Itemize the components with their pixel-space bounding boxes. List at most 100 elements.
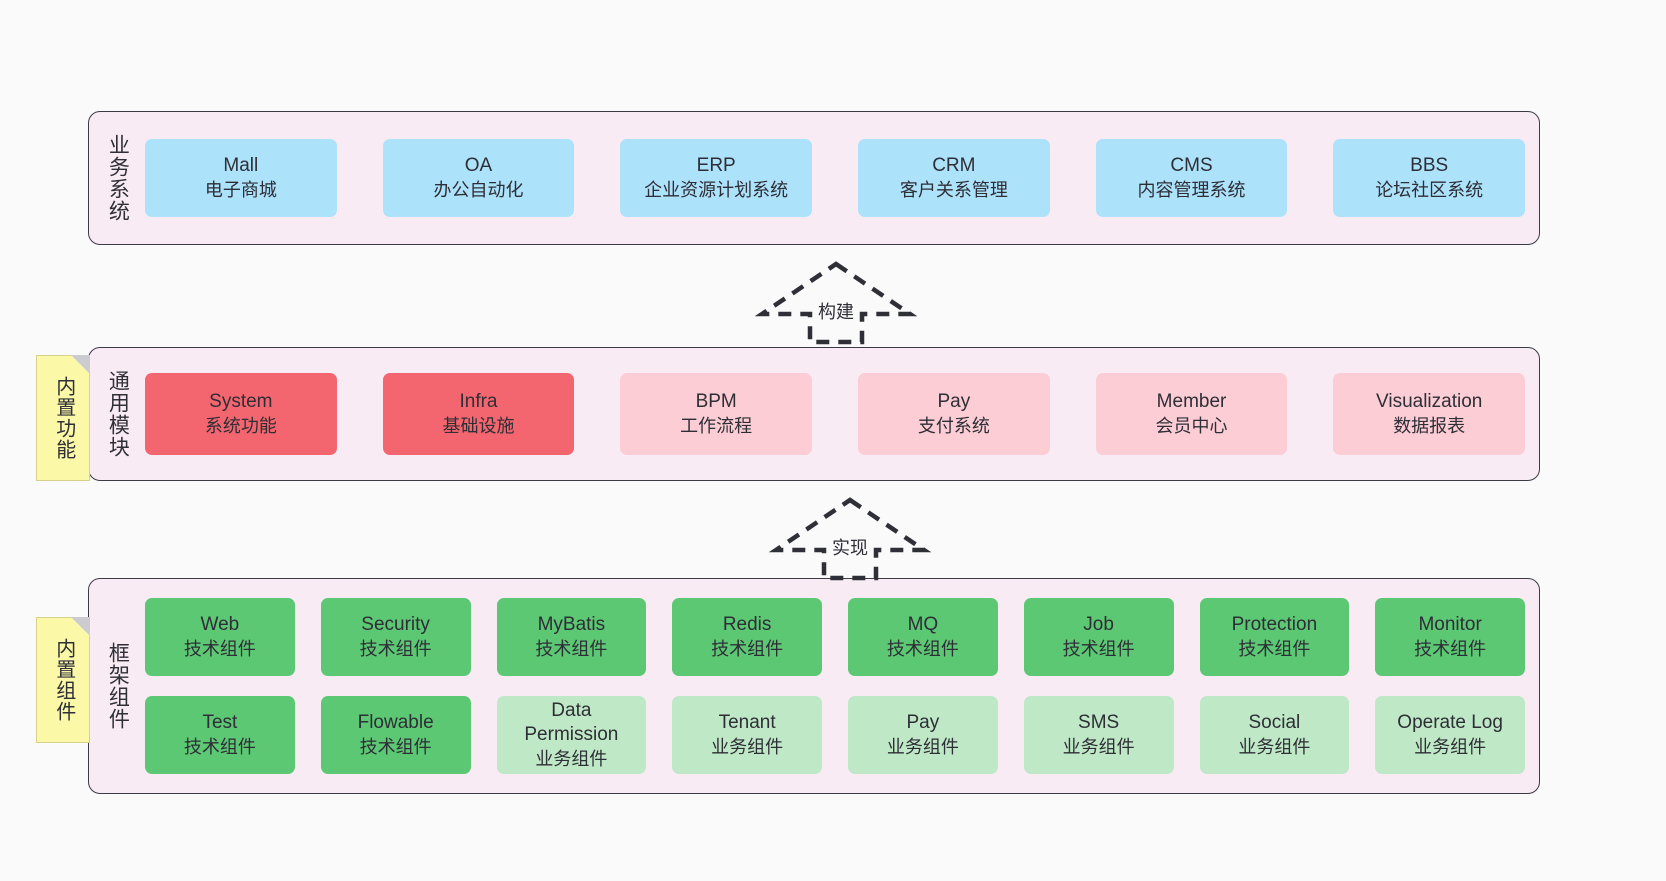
node-pay-component-subtitle: 业务组件 bbox=[886, 736, 959, 757]
dashed-hollow-arrow-up-icon bbox=[768, 497, 932, 581]
node-sms[interactable]: SMS 业务组件 bbox=[1023, 696, 1174, 774]
node-monitor[interactable]: Monitor 技术组件 bbox=[1375, 598, 1525, 676]
node-oa[interactable]: OA 办公自动化 bbox=[382, 139, 575, 217]
node-security-title: Security bbox=[361, 614, 430, 636]
layer-business-systems: 业务系统 Mall 电子商城 OA 办公自动化 ERP 企业资源计划系统 CRM… bbox=[88, 111, 1540, 245]
module-node-row: System 系统功能 Infra 基础设施 BPM 工作流程 Pay 支付系统… bbox=[145, 373, 1526, 455]
node-monitor-title: Monitor bbox=[1418, 614, 1482, 636]
node-infra-title: Infra bbox=[459, 391, 498, 413]
node-member[interactable]: Member 会员中心 bbox=[1095, 373, 1288, 455]
node-tenant[interactable]: Tenant 业务组件 bbox=[672, 696, 822, 774]
node-mall-subtitle: 电子商城 bbox=[204, 179, 277, 200]
node-mall-title: Mall bbox=[223, 155, 259, 177]
node-protection[interactable]: Protection 技术组件 bbox=[1199, 598, 1350, 676]
node-mall[interactable]: Mall 电子商城 bbox=[145, 139, 337, 217]
node-flowable-title: Flowable bbox=[357, 712, 434, 734]
node-redis[interactable]: Redis 技术组件 bbox=[672, 598, 822, 676]
node-mybatis-subtitle: 技术组件 bbox=[535, 638, 608, 659]
node-web[interactable]: Web 技术组件 bbox=[145, 598, 295, 676]
node-crm[interactable]: CRM 客户关系管理 bbox=[858, 139, 1050, 217]
node-tenant-title: Tenant bbox=[718, 712, 776, 734]
layer-business-systems-label: 业务系统 bbox=[106, 134, 130, 222]
node-redis-title: Redis bbox=[722, 614, 772, 636]
node-cms[interactable]: CMS 内容管理系统 bbox=[1095, 139, 1288, 217]
node-test-subtitle: 技术组件 bbox=[183, 736, 256, 757]
connector-implement-label: 实现 bbox=[832, 538, 868, 558]
node-bbs-subtitle: 论坛社区系统 bbox=[1375, 179, 1484, 200]
node-mybatis[interactable]: MyBatis 技术组件 bbox=[496, 598, 647, 676]
framework-business-node-row: Test 技术组件 Flowable 技术组件 Data Permission … bbox=[145, 696, 1525, 774]
node-security-subtitle: 技术组件 bbox=[359, 638, 432, 659]
node-data-permission-title: Data Permission bbox=[524, 700, 619, 746]
node-bbs[interactable]: BBS 论坛社区系统 bbox=[1333, 139, 1526, 217]
node-mq-title: MQ bbox=[907, 614, 939, 636]
node-job-title: Job bbox=[1083, 614, 1114, 636]
framework-tech-node-row: Web 技术组件 Security 技术组件 MyBatis 技术组件 Redi… bbox=[145, 598, 1525, 676]
node-bbs-title: BBS bbox=[1410, 155, 1449, 177]
node-flowable-subtitle: 技术组件 bbox=[359, 736, 432, 757]
node-erp[interactable]: ERP 企业资源计划系统 bbox=[620, 139, 813, 217]
node-web-title: Web bbox=[200, 614, 240, 636]
node-web-subtitle: 技术组件 bbox=[183, 638, 256, 659]
node-cms-title: CMS bbox=[1170, 155, 1213, 177]
node-protection-subtitle: 技术组件 bbox=[1238, 638, 1311, 659]
node-visualization-title: Visualization bbox=[1376, 391, 1483, 413]
node-erp-title: ERP bbox=[696, 155, 736, 177]
node-job[interactable]: Job 技术组件 bbox=[1023, 598, 1174, 676]
node-mybatis-title: MyBatis bbox=[537, 614, 606, 636]
node-flowable[interactable]: Flowable 技术组件 bbox=[320, 696, 471, 774]
node-job-subtitle: 技术组件 bbox=[1062, 638, 1135, 659]
node-protection-title: Protection bbox=[1231, 614, 1318, 636]
node-data-permission[interactable]: Data Permission 业务组件 bbox=[496, 696, 647, 774]
connector-implement: 实现 bbox=[766, 494, 934, 581]
note-builtin-components: 内置组件 bbox=[36, 617, 90, 743]
node-tenant-subtitle: 业务组件 bbox=[711, 736, 784, 757]
node-oa-subtitle: 办公自动化 bbox=[433, 179, 524, 200]
node-social[interactable]: Social 业务组件 bbox=[1199, 696, 1350, 774]
node-operate-log-title: Operate Log bbox=[1397, 712, 1503, 734]
node-mq-subtitle: 技术组件 bbox=[886, 638, 959, 659]
layer-common-modules: 通用模块 System 系统功能 Infra 基础设施 BPM 工作流程 Pay… bbox=[88, 347, 1540, 481]
node-monitor-subtitle: 技术组件 bbox=[1414, 638, 1487, 659]
node-pay-module-title: Pay bbox=[937, 391, 971, 413]
layer-framework-components: 框架组件 Web 技术组件 Security 技术组件 MyBatis 技术组件… bbox=[88, 578, 1540, 794]
layer-common-modules-body: System 系统功能 Infra 基础设施 BPM 工作流程 Pay 支付系统… bbox=[145, 348, 1539, 480]
node-mq[interactable]: MQ 技术组件 bbox=[848, 598, 998, 676]
node-member-subtitle: 会员中心 bbox=[1155, 415, 1228, 436]
node-cms-subtitle: 内容管理系统 bbox=[1137, 179, 1246, 200]
node-member-title: Member bbox=[1156, 391, 1227, 413]
node-social-title: Social bbox=[1248, 712, 1301, 734]
node-pay-component[interactable]: Pay 业务组件 bbox=[848, 696, 998, 774]
node-security[interactable]: Security 技术组件 bbox=[320, 598, 471, 676]
node-bpm[interactable]: BPM 工作流程 bbox=[620, 373, 813, 455]
node-redis-subtitle: 技术组件 bbox=[711, 638, 784, 659]
node-test-title: Test bbox=[202, 712, 238, 734]
node-infra[interactable]: Infra 基础设施 bbox=[382, 373, 575, 455]
node-bpm-title: BPM bbox=[695, 391, 737, 413]
node-system[interactable]: System 系统功能 bbox=[145, 373, 337, 455]
node-test[interactable]: Test 技术组件 bbox=[145, 696, 295, 774]
note-builtin-features: 内置功能 bbox=[36, 355, 90, 481]
layer-business-systems-body: Mall 电子商城 OA 办公自动化 ERP 企业资源计划系统 CRM 客户关系… bbox=[145, 112, 1539, 244]
note-builtin-components-text: 内置组件 bbox=[52, 638, 75, 722]
node-sms-subtitle: 业务组件 bbox=[1062, 736, 1135, 757]
node-crm-title: CRM bbox=[932, 155, 976, 177]
node-bpm-subtitle: 工作流程 bbox=[680, 415, 753, 436]
node-pay-component-title: Pay bbox=[906, 712, 940, 734]
node-infra-subtitle: 基础设施 bbox=[442, 415, 515, 436]
node-data-permission-subtitle: 业务组件 bbox=[535, 748, 608, 769]
layer-framework-components-label: 框架组件 bbox=[106, 642, 130, 730]
node-erp-subtitle: 企业资源计划系统 bbox=[644, 179, 789, 200]
node-system-title: System bbox=[209, 391, 273, 413]
node-social-subtitle: 业务组件 bbox=[1238, 736, 1311, 757]
business-node-row: Mall 电子商城 OA 办公自动化 ERP 企业资源计划系统 CRM 客户关系… bbox=[145, 139, 1526, 217]
node-visualization[interactable]: Visualization 数据报表 bbox=[1333, 373, 1526, 455]
node-sms-title: SMS bbox=[1078, 712, 1120, 734]
node-pay-module-subtitle: 支付系统 bbox=[917, 415, 990, 436]
node-pay-module[interactable]: Pay 支付系统 bbox=[858, 373, 1050, 455]
layer-framework-components-body: Web 技术组件 Security 技术组件 MyBatis 技术组件 Redi… bbox=[145, 579, 1539, 793]
node-visualization-subtitle: 数据报表 bbox=[1393, 415, 1466, 436]
note-builtin-features-text: 内置功能 bbox=[52, 376, 75, 460]
node-operate-log[interactable]: Operate Log 业务组件 bbox=[1375, 696, 1525, 774]
